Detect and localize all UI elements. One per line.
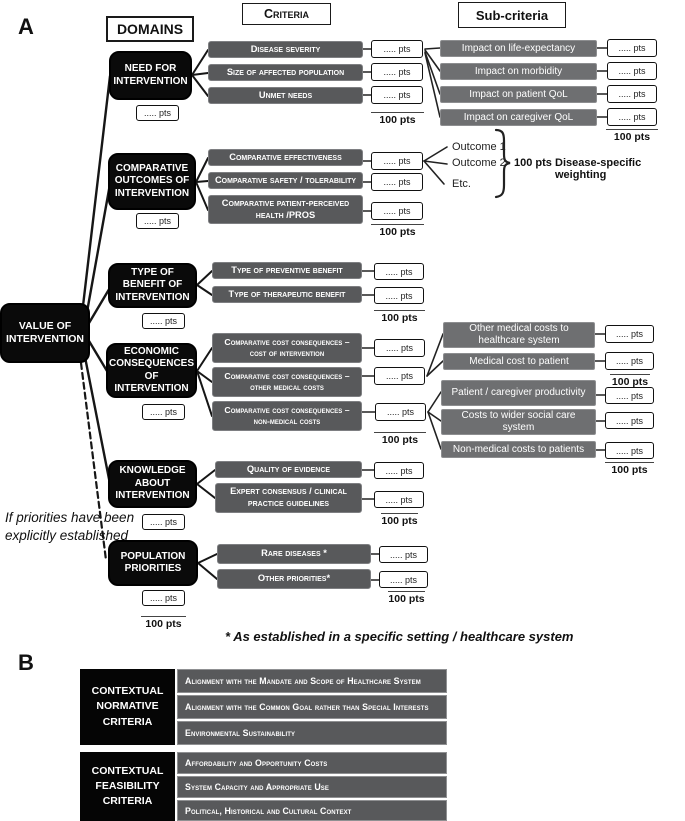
criteria-box: Comparative cost consequences – non-medi… [212,401,362,431]
criteria-box: Comparative patient-perceived health /PR… [208,195,363,224]
root-node-value-of-intervention: VALUE OF INTERVENTION [0,303,90,363]
domain-need-for-intervention: NEED FOR INTERVENTION [109,51,192,100]
panel-a-label: A [18,14,34,39]
pts-box: ..... pts [374,339,425,357]
domain-knowledge-about-intervention: KNOWLEDGE ABOUT INTERVENTION [108,460,197,508]
outcome-item: Outcome 2 [452,157,506,169]
pts-box: ..... pts [379,571,428,588]
criteria-total-label: 100 pts [388,591,425,605]
pts-box: ..... pts [371,86,423,104]
pts-box: ..... pts [605,442,654,459]
criteria-box: Expert consensus / clinical practice gui… [215,483,362,513]
contextual-criterion-row: Affordability and Opportunity Costs [177,752,447,774]
pts-box: ..... pts [371,40,423,58]
pts-box: ..... pts [605,325,654,343]
criteria-box: Other priorities* [217,569,371,589]
header-criteria: Criteria [242,3,331,25]
contextual-normative-criteria-header: CONTEXTUAL NORMATIVE CRITERIA [80,669,175,745]
footnote: * As established in a specific setting /… [225,629,574,644]
subcriteria-box: Other medical costs to healthcare system [443,322,595,348]
pts-box: ..... pts [136,213,179,229]
pts-box: ..... pts [371,152,423,170]
pts-box: ..... pts [374,263,424,280]
pts-box: ..... pts [142,404,185,420]
contextual-criterion-row: Alignment with the Mandate and Scope of … [177,669,447,693]
pts-box: ..... pts [371,63,423,81]
pts-box: ..... pts [374,491,424,508]
pts-box: ..... pts [371,202,423,220]
subcriteria-box: Non-medical costs to patients [441,441,596,458]
pts-box: ..... pts [142,514,185,530]
pts-box: ..... pts [142,313,185,329]
contextual-criterion-row: Political, Historical and Cultural Conte… [177,800,447,821]
pts-box: ..... pts [607,39,657,57]
domain-comparative-outcomes: COMPARATIVE OUTCOMES OF INTERVENTION [108,153,196,210]
subcriteria-box: Costs to wider social care system [441,409,596,435]
pts-box: ..... pts [136,105,179,121]
criteria-total-label: 100 pts [381,513,418,527]
subcriteria-total-label: 100 pts [606,129,658,143]
subcriteria-box: Impact on patient QoL [440,86,597,103]
subcriteria-box: Impact on life-expectancy [440,40,597,57]
criteria-box: Comparative safety / tolerability [208,172,363,189]
criteria-total-label: 100 pts [371,224,424,238]
pts-box: ..... pts [374,367,425,385]
criteria-box: Size of affected population [208,64,363,81]
pts-box: ..... pts [379,546,428,563]
criteria-box: Comparative cost consequences – other me… [212,367,362,397]
domain-economic-consequences: ECONOMIC CONSEQUENCES OF INTERVENTION [106,343,197,398]
pts-box: ..... pts [371,173,423,191]
subcriteria-box: Impact on caregiver QoL [440,109,597,126]
contextual-criterion-row: System Capacity and Appropriate Use [177,776,447,798]
header-domains: DOMAINS [106,16,194,42]
domain-population-priorities: POPULATION PRIORITIES [108,540,198,586]
pts-box: ..... pts [605,352,654,370]
pts-box: ..... pts [607,108,657,126]
subcriteria-total-label: 100 pts [610,374,650,388]
subcriteria-box: Medical cost to patient [443,353,595,370]
domain-type-of-benefit: TYPE OF BENEFIT OF INTERVENTION [108,263,197,308]
pts-box: ..... pts [375,403,426,421]
outcome-total-label: 100 pts [514,157,552,169]
criteria-box: Comparative effectiveness [208,149,363,166]
contextual-criterion-row: Environmental Sustainability [177,721,447,745]
header-subcriteria: Sub-criteria [458,2,566,28]
criteria-box: Rare diseases * [217,544,371,564]
contextual-feasibility-criteria-header: CONTEXTUAL FEASIBILITY CRITERIA [80,752,175,821]
criteria-box: Quality of evidence [215,461,362,478]
criteria-box: Unmet needs [208,87,363,104]
criteria-box: Type of therapeutic benefit [212,286,362,303]
pts-box: ..... pts [374,287,424,304]
panel-b-label: B [18,650,34,675]
contextual-criterion-row: Alignment with the Common Goal rather th… [177,695,447,719]
criteria-total-label: 100 pts [371,112,424,126]
criteria-total-label: 100 pts [374,310,425,324]
pts-box: ..... pts [607,85,657,103]
pts-box: ..... pts [607,62,657,80]
pts-box: ..... pts [374,462,424,479]
pts-box: ..... pts [142,590,185,606]
criteria-box: Disease severity [208,41,363,58]
outcome-item: Outcome 1 [452,141,506,153]
subcriteria-box: Impact on morbidity [440,63,597,80]
pts-box: ..... pts [605,387,654,404]
criteria-total-label: 100 pts [374,432,426,446]
pts-box: ..... pts [605,412,654,429]
criteria-box: Comparative cost consequences – cost of … [212,333,362,363]
disease-specific-weighting-label: Disease-specific weighting [555,157,642,181]
domains-total-label: 100 pts [141,616,186,630]
condition-note: If priorities have been explicitly estab… [5,510,135,543]
outcome-item: Etc. [452,178,471,190]
subcriteria-total-label: 100 pts [605,462,654,476]
criteria-box: Type of preventive benefit [212,262,362,279]
subcriteria-box: Patient / caregiver productivity [441,380,596,406]
